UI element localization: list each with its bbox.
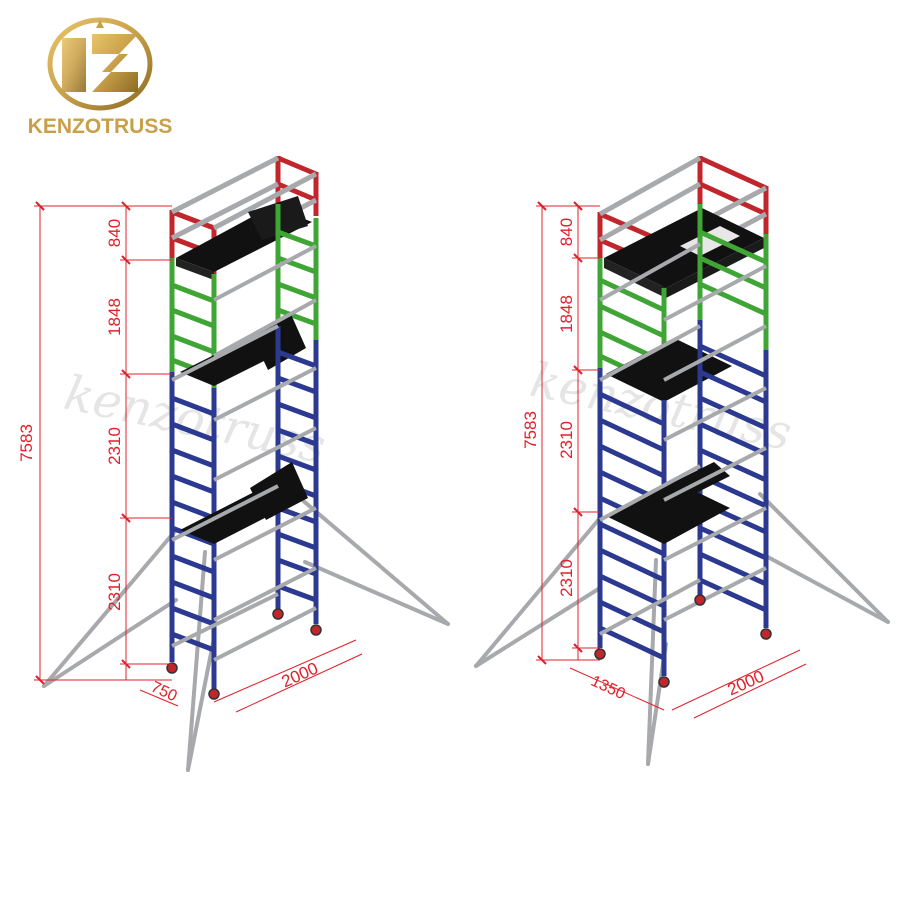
section-height-label: 2310 xyxy=(105,427,124,465)
total-height-label: 7583 xyxy=(521,411,540,449)
length-label: 2000 xyxy=(725,667,767,700)
section-height-label: 2310 xyxy=(557,421,576,459)
diagonal-braces xyxy=(599,242,767,636)
lower-frame xyxy=(169,326,319,690)
section-height-label: 840 xyxy=(557,218,576,246)
width-label: 750 xyxy=(148,679,179,706)
castor-wheels xyxy=(166,608,322,700)
platform-lower xyxy=(180,462,308,544)
diagonal-braces xyxy=(171,244,317,662)
tower-left: 7583 840 1848 2310 2310 750 2000 xyxy=(17,155,450,772)
section-height-label: 1848 xyxy=(105,298,124,336)
castor-wheels xyxy=(594,594,772,688)
section-height-label: 2310 xyxy=(105,573,124,611)
dimension-lines xyxy=(34,205,363,713)
section-height-label: 2310 xyxy=(557,559,576,597)
brand-logo: KENZOTRUSS xyxy=(28,17,173,138)
tower-right: 7583 840 1848 2310 2310 1350 2000 xyxy=(474,155,890,766)
section-height-label: 840 xyxy=(105,219,124,247)
section-height-label: 1848 xyxy=(557,295,576,333)
kz-monogram-icon xyxy=(47,17,153,111)
outriggers xyxy=(42,496,450,772)
width-label: 1350 xyxy=(588,673,628,703)
outriggers xyxy=(474,492,890,766)
dimension-ticks xyxy=(35,201,131,685)
total-height-label: 7583 xyxy=(17,424,36,462)
middle-frame xyxy=(597,204,769,400)
length-label: 2000 xyxy=(279,659,321,692)
brand-name: KENZOTRUSS xyxy=(28,115,173,138)
platform-middle xyxy=(180,312,306,386)
dimension-ticks xyxy=(537,201,583,665)
